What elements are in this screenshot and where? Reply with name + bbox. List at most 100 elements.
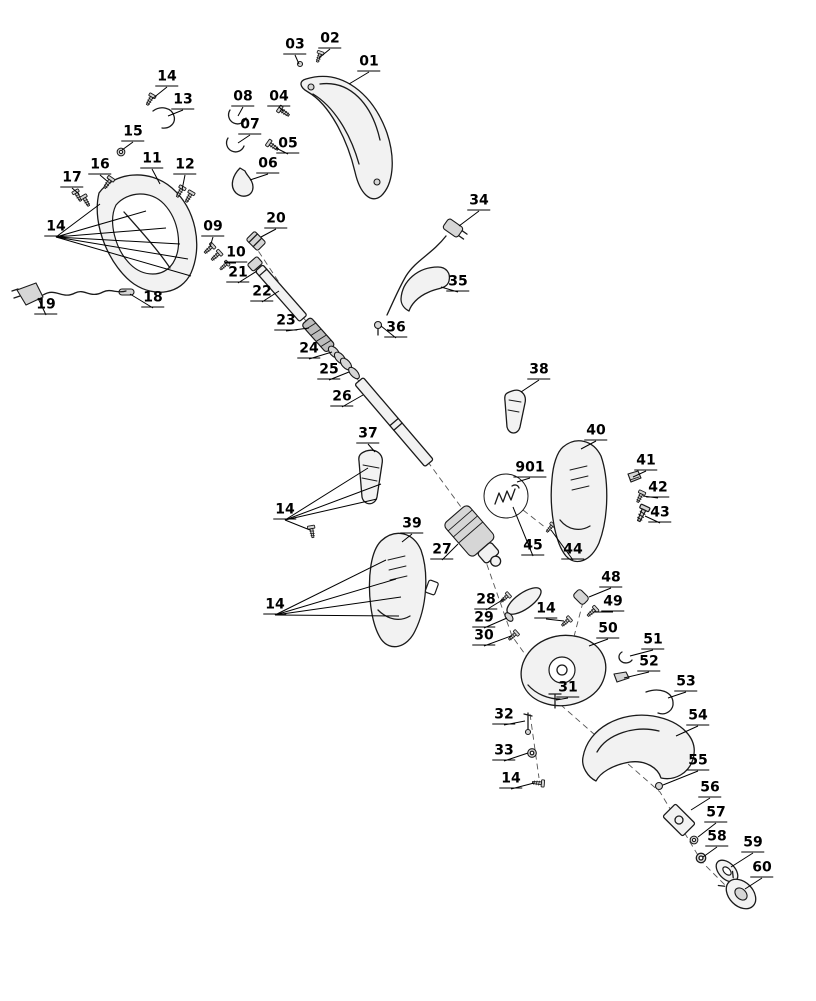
leader-line-17 [71, 187, 80, 195]
leader-line-14 [274, 614, 400, 617]
leader-line-52 [623, 671, 650, 679]
part-label-36: 36 [384, 320, 408, 338]
part-label-04: 04 [267, 89, 291, 107]
leader-line-14 [284, 467, 369, 521]
part-28-screw [498, 591, 513, 605]
part-label-21: 21 [226, 265, 250, 283]
part-label-14: 14 [273, 502, 297, 520]
part-label-14: 14 [155, 69, 179, 87]
leader-line-41 [632, 470, 647, 478]
leader-line-51 [629, 649, 654, 657]
leader-line-14 [151, 86, 168, 100]
part-label-11: 11 [140, 151, 164, 169]
leader-line-15 [121, 141, 134, 151]
leader-line-12 [181, 174, 186, 191]
part-54-blade-guard [582, 714, 695, 782]
leader-line-34 [458, 210, 480, 227]
part-53-spring-hook [645, 689, 674, 715]
part-label-901: 901 [513, 460, 547, 478]
part-40-housing-half-right [550, 440, 608, 563]
leader-line-19 [37, 297, 47, 316]
part-19-power-cord [11, 282, 127, 306]
part-label-40: 40 [584, 423, 608, 441]
part-22-upper-shaft-tube [255, 264, 307, 322]
leader-line-60 [744, 877, 763, 890]
part-08-clamp [227, 109, 247, 125]
leader-line-13 [167, 109, 184, 117]
leader-lines-layer [37, 48, 763, 890]
leader-line-31 [555, 697, 569, 701]
part-label-22: 22 [250, 284, 274, 302]
part-39-housing-half-left [368, 532, 427, 648]
part-48-cap [573, 589, 589, 605]
leader-line-28 [485, 598, 505, 611]
leader-line-53 [667, 691, 687, 699]
leader-line-44 [550, 529, 574, 561]
part-label-38: 38 [527, 362, 551, 380]
part-label-26: 26 [330, 389, 354, 407]
helper-dash-901 [522, 509, 547, 529]
leader-line-14 [284, 498, 378, 521]
part-label-14: 14 [263, 597, 287, 615]
leader-line-02 [318, 48, 331, 59]
leader-line-58 [702, 846, 718, 858]
part-55-ball [654, 781, 664, 791]
part-label-56: 56 [698, 780, 722, 798]
leader-line-21 [237, 270, 258, 284]
part-label-28: 28 [474, 592, 498, 610]
part-label-31: 31 [556, 680, 580, 698]
part-label-24: 24 [297, 341, 321, 359]
part-29-washer [504, 612, 514, 622]
part-label-42: 42 [646, 480, 670, 498]
part-label-23: 23 [274, 313, 298, 331]
leader-line-29 [483, 617, 508, 629]
part-56-holder-block [662, 803, 696, 837]
part-label-14: 14 [44, 219, 68, 237]
part-label-07: 07 [238, 117, 262, 135]
part-label-32: 32 [492, 707, 516, 725]
part-31-pin [548, 693, 562, 709]
part-label-55: 55 [686, 753, 710, 771]
part-label-43: 43 [648, 505, 672, 523]
leader-line-27 [441, 543, 459, 561]
part-label-16: 16 [88, 157, 112, 175]
part-label-03: 03 [283, 37, 307, 55]
leader-line-22 [261, 290, 280, 303]
part-37-bracket [358, 449, 383, 505]
part-14-screw [306, 524, 317, 539]
part-06-bracket [231, 167, 254, 197]
part-label-13: 13 [171, 92, 195, 110]
leader-line-45 [512, 506, 534, 557]
part-14-screw [143, 92, 157, 108]
part-label-18: 18 [141, 290, 165, 308]
part-label-44: 44 [561, 542, 585, 560]
helper-dash-pins [529, 713, 540, 779]
leader-line-01 [348, 71, 370, 85]
part-50-gear-housing [520, 634, 607, 707]
part-label-53: 53 [674, 674, 698, 692]
part-label-05: 05 [276, 136, 300, 154]
part-label-50: 50 [596, 621, 620, 639]
leader-line-14 [55, 236, 192, 277]
part-label-30: 30 [472, 628, 496, 646]
leader-line-48 [588, 587, 612, 598]
part-label-19: 19 [34, 297, 58, 315]
part-label-02: 02 [318, 31, 342, 49]
leader-line-54 [675, 725, 699, 737]
part-label-48: 48 [599, 570, 623, 588]
part-label-57: 57 [704, 805, 728, 823]
part-label-60: 60 [750, 860, 774, 878]
part-01-loop-handle [300, 75, 393, 200]
part-label-10: 10 [224, 245, 248, 263]
leader-line-14 [274, 559, 387, 616]
part-32-pin [523, 712, 533, 736]
part-57-nut [689, 835, 699, 845]
part-label-01: 01 [357, 54, 381, 72]
part-label-29: 29 [472, 610, 496, 628]
leader-line-26 [341, 394, 364, 408]
leader-line-06 [249, 173, 269, 181]
detail-circle-901 [483, 473, 529, 519]
part-51-clip [618, 651, 633, 664]
